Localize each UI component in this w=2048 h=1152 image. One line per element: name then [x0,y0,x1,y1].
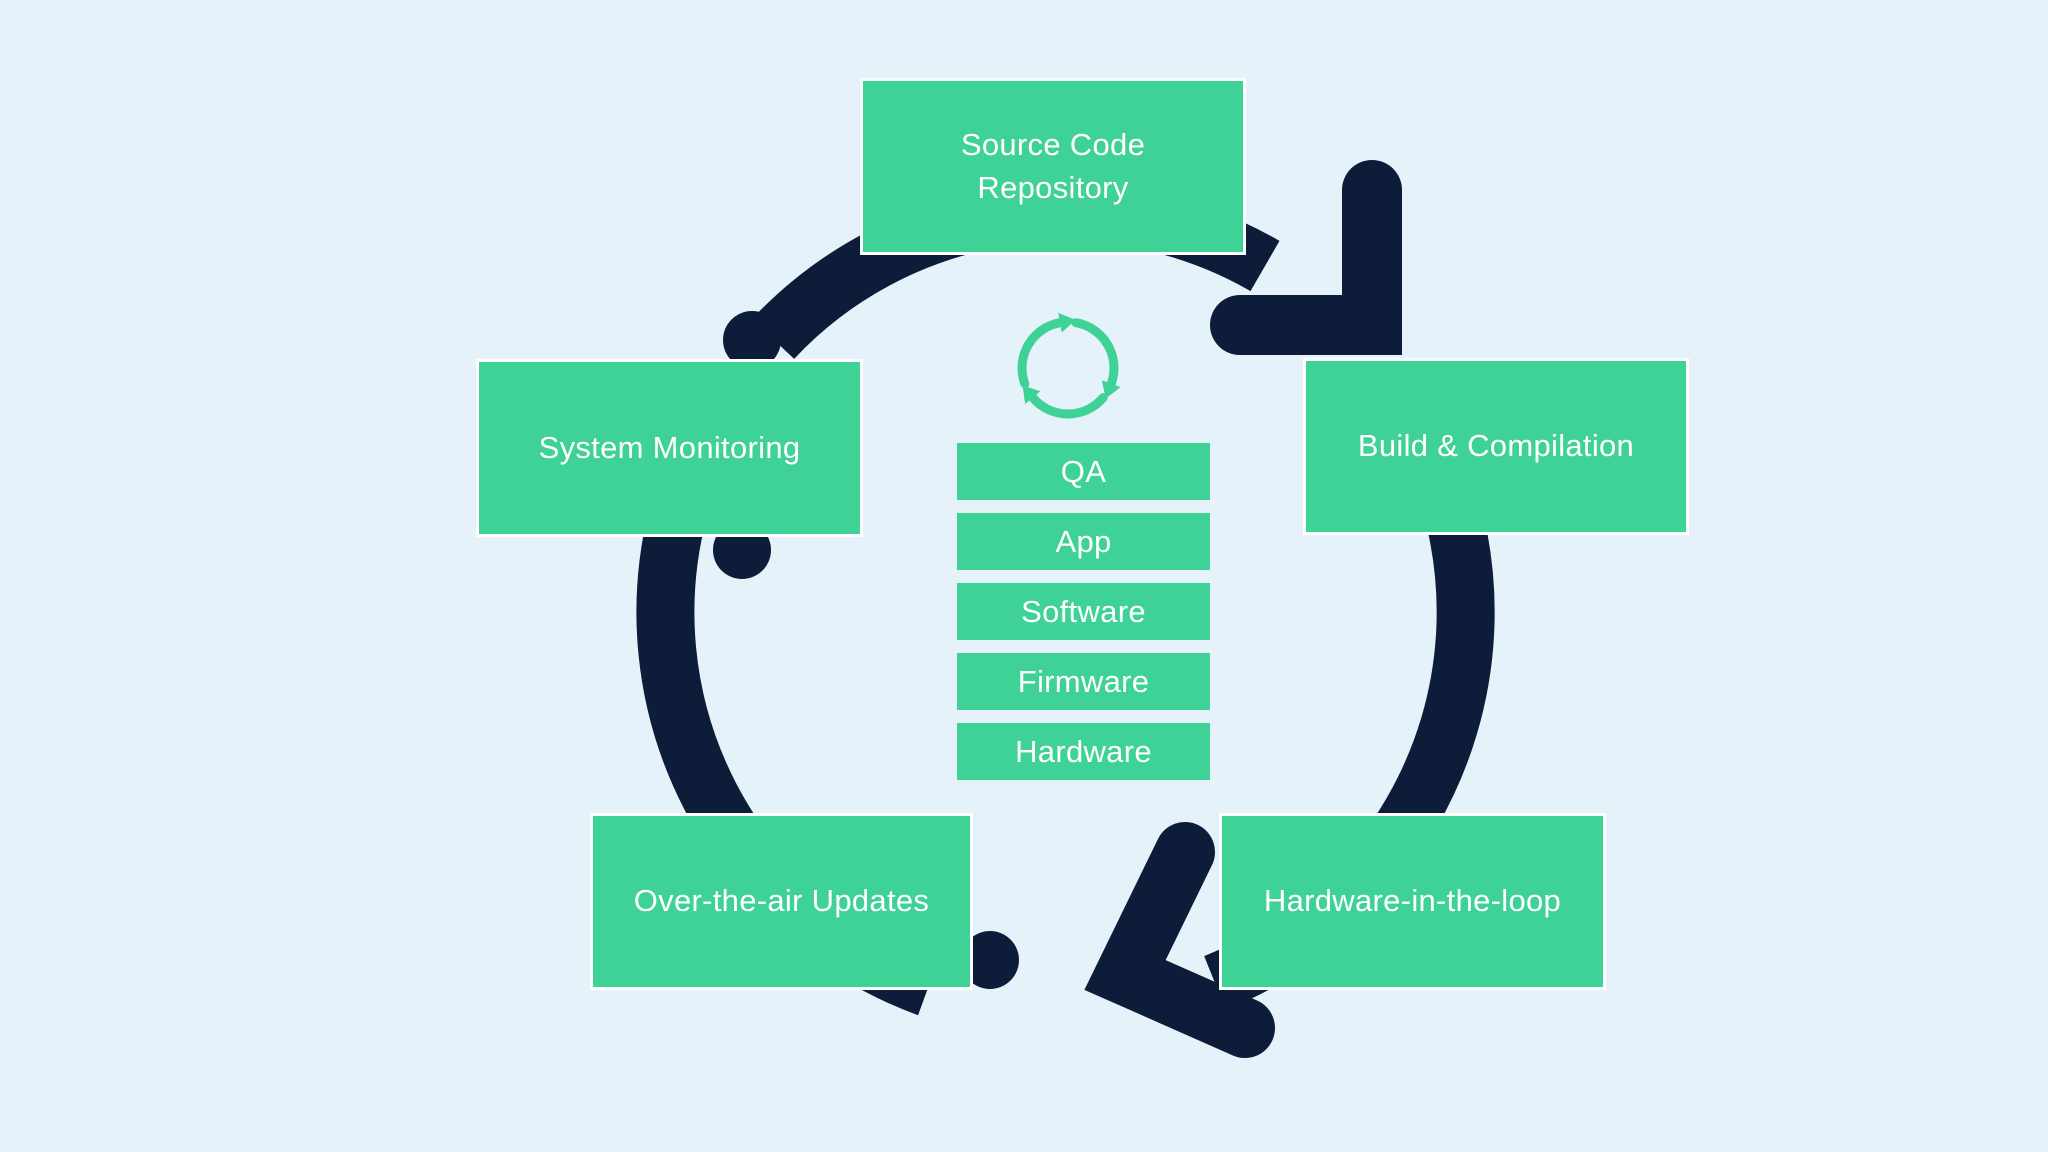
node-label: Source Code Repository [960,126,1146,205]
stack-item-qa: QA [957,443,1210,500]
node-label: Over-the-air Updates [633,883,930,919]
stack-item-hardware: Hardware [957,723,1210,780]
node-label: Hardware-in-the-loop [1263,883,1562,919]
stack-item-label: Hardware [1015,733,1152,769]
stack-item-label: Software [1021,593,1146,629]
node-label: Build & Compilation [1357,428,1635,464]
circular-arrows-cycle-icon [1017,312,1121,419]
stack-item-label: QA [1060,453,1107,489]
arrowhead-southeast-icon [1210,160,1402,355]
stack-item-software: Software [957,583,1210,640]
node-label: System Monitoring [538,429,801,465]
center-layer-stack: QA App Software Firmware Hardware [957,443,1210,780]
arc-round-cap [723,311,781,369]
node-build-compilation: Build & Compilation [1303,358,1689,535]
arrowhead-southwest-icon [1084,822,1275,1058]
arc-round-cap [961,931,1019,989]
node-system-monitoring: System Monitoring [476,359,863,537]
node-over-the-air-updates: Over-the-air Updates [590,813,973,990]
node-hardware-in-the-loop: Hardware-in-the-loop [1219,813,1606,990]
stack-item-app: App [957,513,1210,570]
stack-item-label: Firmware [1017,663,1150,699]
stack-item-label: App [1055,523,1112,559]
node-source-code-repository: Source Code Repository [860,78,1246,255]
stack-item-firmware: Firmware [957,653,1210,710]
